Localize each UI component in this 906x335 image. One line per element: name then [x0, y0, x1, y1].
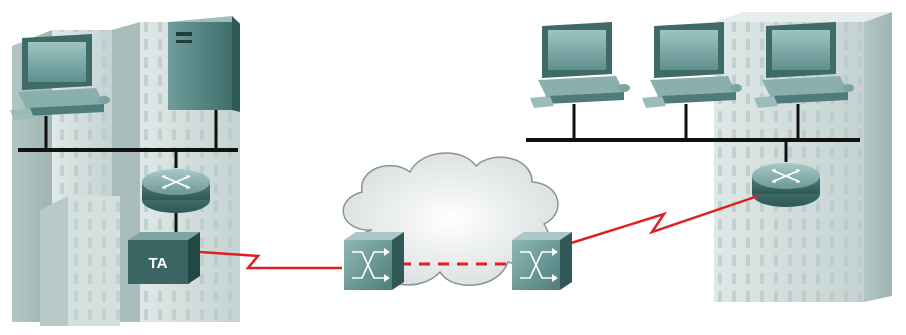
left-isdn-link — [199, 250, 342, 270]
right-pc-2 — [642, 22, 742, 140]
left-router — [142, 169, 210, 213]
right-router — [752, 163, 820, 207]
left-pc — [10, 34, 110, 150]
right-serial-link — [567, 194, 759, 246]
terminal-adapter-label: TA — [149, 255, 168, 272]
wan-switch-right — [512, 232, 572, 290]
terminal-adapter: TA — [128, 232, 200, 284]
wan-switch-left — [344, 232, 404, 290]
right-pc-1 — [530, 22, 630, 140]
left-server — [168, 16, 240, 150]
right-pc-3 — [754, 22, 854, 140]
